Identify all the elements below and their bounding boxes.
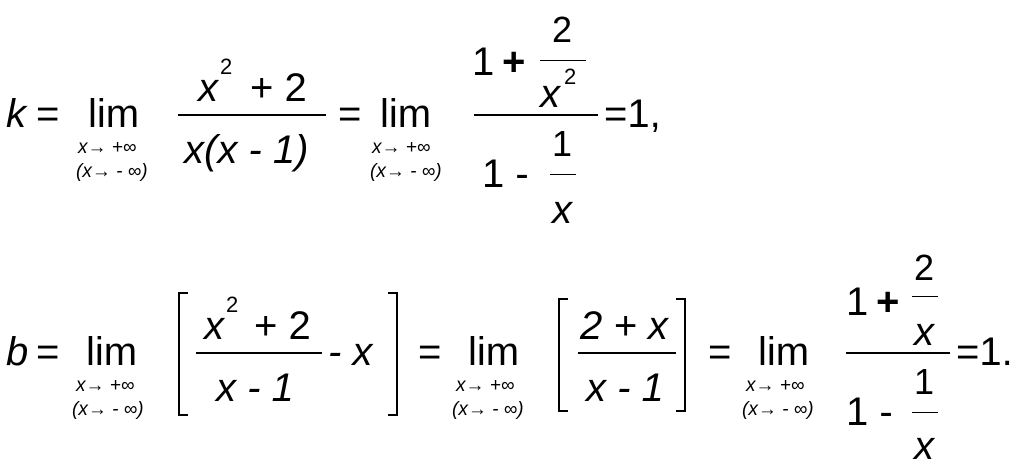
lim-subscript-minus-infinity: (x→ - ∞) [72, 399, 144, 420]
fraction3-numerator-one: 1 [846, 280, 869, 324]
lim-subscript-plus-infinity: x→ +∞ [372, 137, 431, 158]
fraction2-numerator-plus: + [502, 40, 526, 84]
fraction3-den-inner-numerator: 1 [914, 361, 935, 402]
fraction3-den-inner-denominator: x [914, 424, 934, 468]
left-bracket [178, 292, 188, 416]
fraction2-inner-denominator-x: x [540, 72, 560, 116]
lim-subscript-plus-infinity: x→ +∞ [78, 137, 137, 158]
lim-operator: lim [468, 330, 520, 374]
fraction2-inner-bar [540, 60, 586, 61]
fraction3-bar [846, 352, 950, 354]
fraction3-den-inner-bar [912, 412, 938, 413]
fraction2-numerator: 2 + x [580, 304, 668, 348]
fraction2-inner-denominator-exponent: 2 [564, 64, 577, 89]
fraction1-numerator-x: x [198, 66, 218, 110]
fraction2-bar [578, 352, 676, 354]
fraction3-inner-numerator: 2 [914, 247, 935, 288]
fraction1-numerator-exponent: 2 [220, 54, 233, 79]
lim-operator: lim [380, 92, 432, 136]
variable-k: k [6, 92, 26, 136]
result-one: =1, [604, 92, 661, 136]
fraction3-denominator-one-minus: 1 - [846, 390, 893, 434]
fraction1-denominator: x(x - 1) [184, 128, 309, 172]
lim-operator: lim [758, 330, 810, 374]
fraction1-numerator-x: x [204, 304, 224, 348]
fraction1-numerator-exponent: 2 [226, 292, 239, 317]
lim-subscript-plus-infinity: x→ +∞ [76, 375, 135, 396]
lim-subscript-minus-infinity: (x→ - ∞) [742, 399, 814, 420]
right-bracket [676, 298, 686, 412]
fraction2-bar [474, 114, 598, 116]
fraction3-inner-bar [912, 296, 938, 297]
equals-sign: = [708, 330, 732, 374]
variable-b: b [6, 330, 29, 374]
fraction2-den-inner-numerator: 1 [552, 123, 573, 164]
equals-sign: = [418, 330, 442, 374]
fraction2-den-inner-bar [550, 174, 576, 175]
fraction1-bar [178, 114, 326, 116]
equals-sign: = [338, 92, 362, 136]
fraction2-numerator-one: 1 [472, 40, 495, 84]
lim-subscript-plus-infinity: x→ +∞ [746, 375, 805, 396]
equals-sign: = [36, 330, 60, 374]
left-bracket [558, 298, 568, 412]
fraction3-numerator-plus: + [876, 280, 900, 324]
fraction1-bar [196, 352, 322, 354]
equals-sign: = [36, 92, 60, 136]
minus-x: - x [328, 330, 373, 374]
fraction2-denominator: x - 1 [586, 366, 664, 410]
fraction3-inner-denominator: x [914, 310, 934, 354]
lim-subscript-minus-infinity: (x→ - ∞) [452, 399, 524, 420]
fraction2-denominator-one-minus: 1 - [482, 152, 529, 196]
fraction2-den-inner-denominator: x [552, 188, 572, 232]
lim-subscript-minus-infinity: (x→ - ∞) [76, 161, 148, 182]
right-bracket [388, 292, 398, 416]
lim-subscript-plus-infinity: x→ +∞ [456, 375, 515, 396]
fraction1-numerator-rest: + 2 [254, 304, 311, 348]
lim-operator: lim [88, 92, 140, 136]
lim-operator: lim [86, 330, 138, 374]
lim-subscript-minus-infinity: (x→ - ∞) [370, 161, 442, 182]
fraction2-inner-numerator: 2 [552, 9, 573, 50]
fraction1-denominator: x - 1 [216, 366, 294, 410]
fraction1-numerator-rest: + 2 [250, 66, 307, 110]
result-one: =1. [956, 330, 1013, 374]
